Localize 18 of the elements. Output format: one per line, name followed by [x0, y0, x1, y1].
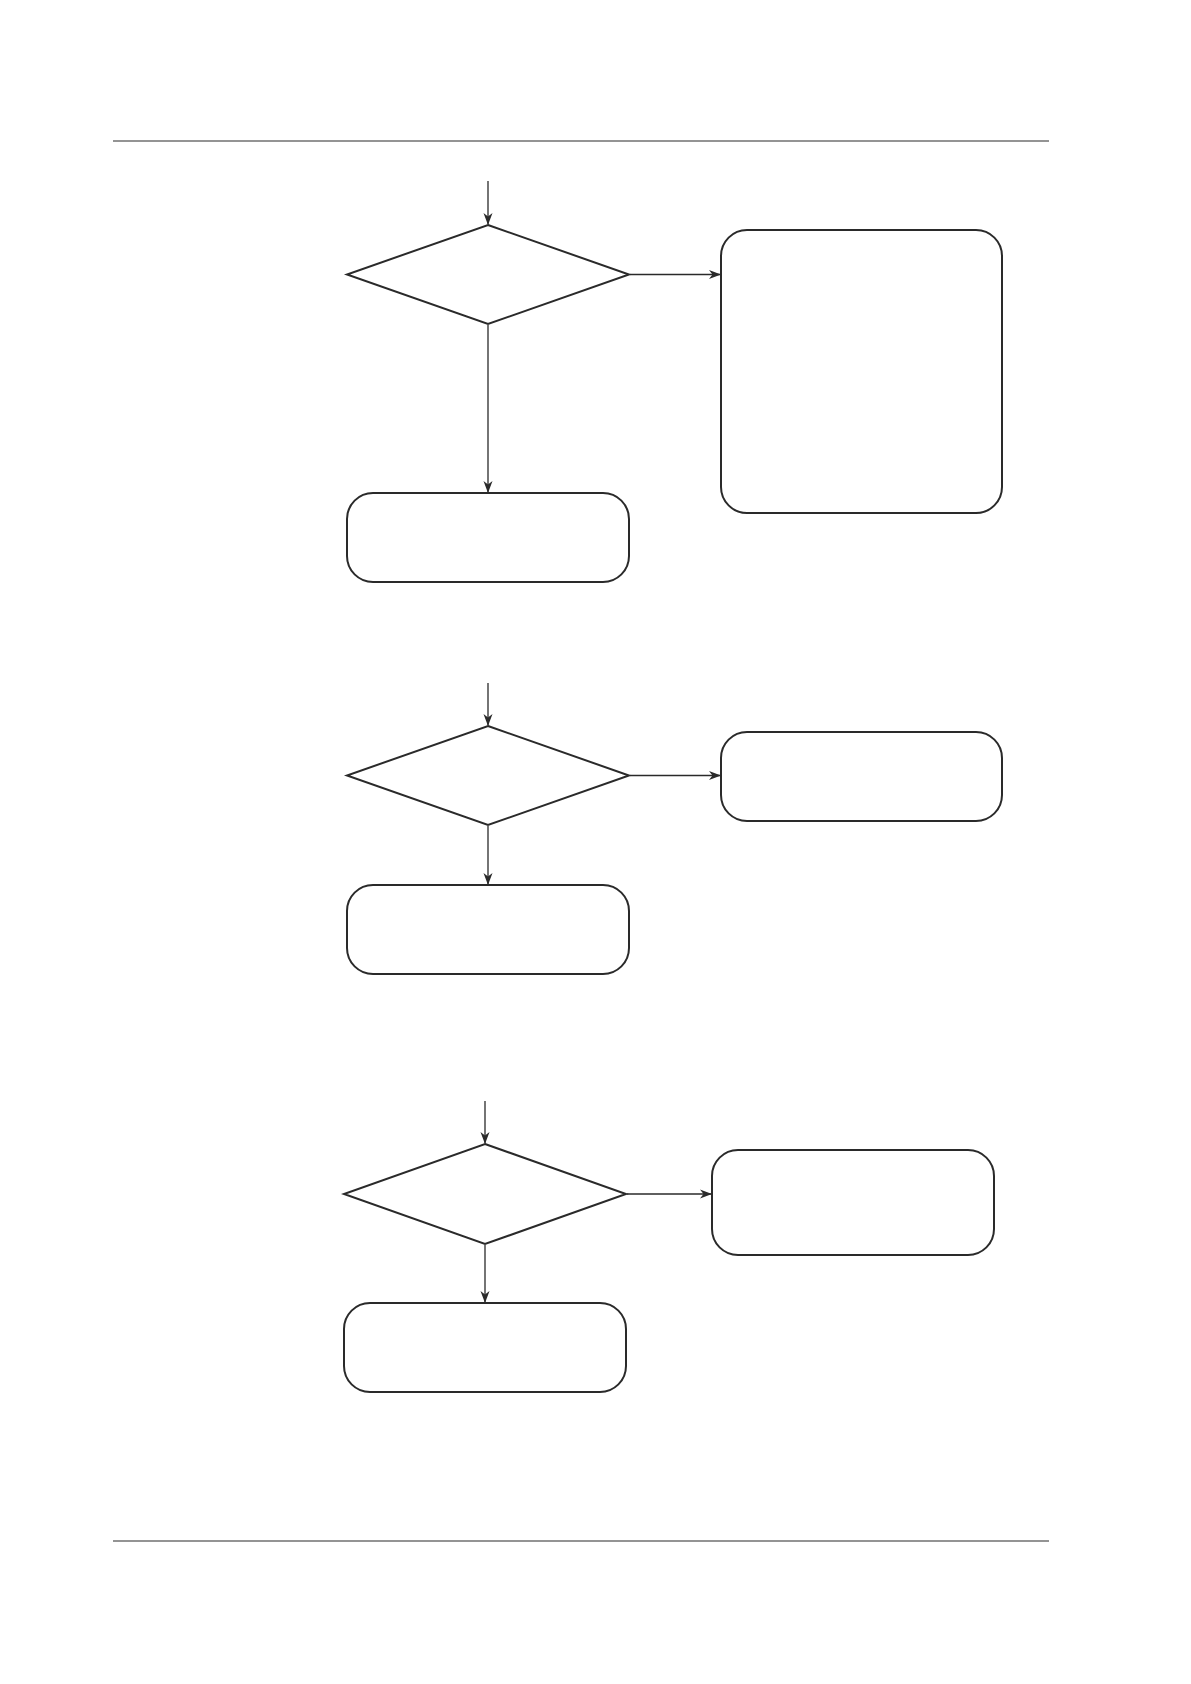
arrow: [629, 771, 721, 780]
arrow: [483, 825, 493, 885]
process-box: [711, 1149, 995, 1256]
arrow: [480, 1244, 490, 1303]
decision-diamond: [343, 1143, 627, 1245]
process-box: [346, 884, 630, 975]
decision-diamond: [346, 224, 630, 325]
decision-diamond: [346, 725, 630, 826]
arrow: [629, 270, 721, 279]
arrow: [483, 324, 493, 493]
arrow: [626, 1189, 712, 1199]
process-box: [720, 229, 1003, 514]
arrow: [480, 1100, 490, 1144]
process-box: [720, 731, 1003, 822]
arrow: [483, 180, 493, 225]
process-box: [343, 1302, 627, 1393]
process-box: [346, 492, 630, 583]
arrow: [483, 682, 493, 726]
